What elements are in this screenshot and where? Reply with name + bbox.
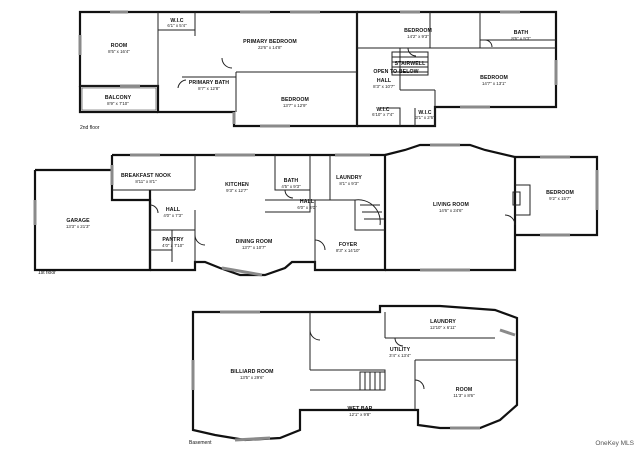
room-name: FOYER (339, 242, 358, 248)
room-name: STAIRWELL (395, 61, 426, 67)
room-name: BEDROOM (281, 97, 309, 103)
room-name: KITCHEN (225, 182, 249, 188)
room-dims: 8'11" x 8'1" (135, 179, 157, 184)
room-dims: 12'10" x 6'11" (430, 325, 457, 330)
room-dims: 9'3" x 12'7" (226, 188, 248, 193)
room-dims: 14'2" x 9'3" (407, 34, 429, 39)
room-name: GARAGE (66, 218, 90, 224)
room-dims: 13'7" x 10'7" (242, 245, 267, 250)
room-name: DINING ROOM (236, 239, 273, 245)
room-dims: 6'0" x 3'0" (297, 205, 317, 210)
room-name: PRIMARY BATH (189, 80, 229, 86)
room-name: W.I.C (376, 107, 389, 113)
room-name: BEDROOM (404, 28, 432, 34)
room-name: W.I.C (418, 110, 431, 116)
room-dims: 6'10" x 7'4" (372, 112, 394, 117)
room-name: PRIMARY BEDROOM (243, 39, 297, 45)
room-dims: 8'5" x 16'4" (108, 49, 130, 54)
room-dims: 8'1" x 9'3" (339, 181, 359, 186)
room-name: WET BAR (348, 406, 373, 412)
room-dims: 6'1" x 5'4" (167, 23, 187, 28)
room-name: ROOM (456, 387, 473, 393)
room-name: HALL (377, 78, 392, 84)
watermark: OneKey MLS (595, 440, 634, 447)
room-name: LAUNDRY (430, 319, 456, 325)
room-name: LAUNDRY (336, 175, 362, 181)
room-dims: 4'0" x 7'3" (163, 213, 183, 218)
basement-plan (191, 304, 519, 442)
room-name: BATH (514, 30, 529, 36)
room-dims: 8'3" x 10'7" (373, 84, 395, 89)
room-name: HALL (300, 199, 315, 205)
room-dims: 3'1" x 2'6" (415, 115, 435, 120)
room-dims: 11'3" x 8'6" (453, 393, 475, 398)
room-name: BEDROOM (546, 190, 574, 196)
room-dims: 9'2" x 15'7" (549, 196, 571, 201)
room-name: LIVING ROOM (433, 202, 469, 208)
second-floor-plan (78, 10, 558, 128)
room-dims: 22'6" x 14'8" (258, 45, 283, 50)
room-name: BEDROOM (480, 75, 508, 81)
room-name: BALCONY (105, 95, 132, 101)
room-dims: 14'7" x 13'1" (482, 81, 507, 86)
first-floor-plan (33, 143, 599, 277)
floor-label: 1st floor (38, 270, 56, 276)
room-dims: 8'3" x 14'10" (336, 248, 361, 253)
room-name: BILLIARD ROOM (230, 369, 273, 375)
room-dims: 13'7" x 12'9" (283, 103, 308, 108)
room-name: BATH (284, 178, 299, 184)
room-dims: 12'1" x 9'8" (349, 412, 371, 417)
floor-label: Basement (189, 440, 212, 446)
room-name: BREAKFAST NOOK (121, 173, 171, 179)
room-name: W.I.C (170, 18, 183, 24)
room-name: UTILITY (390, 347, 411, 353)
room-name: HALL (166, 207, 181, 213)
room-dims: 14'6" x 24'6" (439, 208, 464, 213)
room-dims: 8'7" x 12'8" (198, 86, 220, 91)
room-dims: 3'4" x 13'4" (389, 353, 411, 358)
room-dims: 8'6" x 9'3" (511, 36, 531, 41)
room-dims: 4'5" x 9'3" (281, 184, 301, 189)
room-dims: 4'0" x 7'10" (162, 243, 184, 248)
room-dims: 13'3" x 21'3" (66, 224, 91, 229)
room-name: OPEN TO BELOW (373, 69, 418, 75)
room-dims: 13'5" x 29'6" (240, 375, 265, 380)
floor-label: 2nd floor (80, 125, 100, 131)
room-name: ROOM (111, 43, 128, 49)
room-name: PANTRY (162, 237, 184, 243)
room-dims: 8'9" x 7'10" (107, 101, 129, 106)
